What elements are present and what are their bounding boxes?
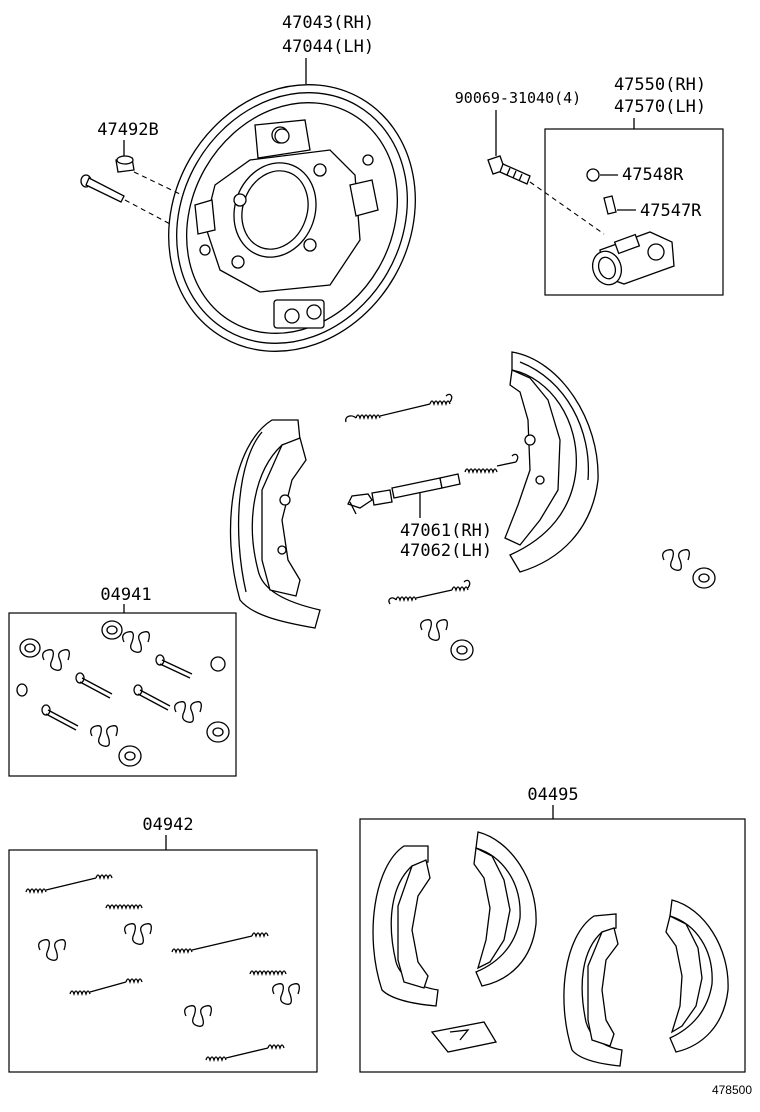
- kit-hold-down-box: [8, 612, 237, 777]
- hold-down-pin: [80, 174, 125, 203]
- plug-dashline: [133, 171, 183, 196]
- bolt: [487, 155, 531, 185]
- spring-lower: [388, 579, 471, 605]
- label-plug: 47492B: [97, 120, 158, 140]
- label-bolt: 90069-31040(4): [455, 89, 581, 107]
- backing-plate: [168, 84, 416, 352]
- hold-down-spring-cup-lower: [420, 619, 474, 661]
- label-wheel-cylinder-lh: 47570(LH): [614, 97, 706, 117]
- label-kit-springs: 04942: [142, 815, 193, 835]
- wheel-cylinder-box: [544, 128, 724, 296]
- label-backing-plate-rh: 47043(RH): [282, 13, 374, 33]
- label-kit-hold-down: 04941: [100, 585, 151, 605]
- spring-upper: [345, 393, 453, 423]
- wheel-cylinder: [586, 168, 675, 286]
- kit-hold-down-parts: [16, 620, 230, 767]
- hold-down-spring-cup-right: [662, 549, 716, 589]
- plug: [115, 155, 135, 173]
- label-adjuster-rh: 47061(RH): [400, 521, 492, 541]
- bolt-dashline: [529, 181, 605, 235]
- label-bleeder-plug: 47547R: [640, 201, 702, 221]
- adjuster-strut: [347, 473, 461, 515]
- brake-shoe-left: [229, 419, 321, 629]
- diagram-reference: 478500: [712, 1083, 752, 1097]
- kit-shoes-parts: [372, 831, 729, 1067]
- label-backing-plate-lh: 47044(LH): [282, 37, 374, 57]
- label-adjuster-lh: 47062(LH): [400, 541, 492, 561]
- label-wheel-cylinder-rh: 47550(RH): [614, 75, 706, 95]
- label-kit-shoes: 04495: [527, 785, 578, 805]
- kit-springs-box: [8, 849, 318, 1073]
- kit-springs-parts: [25, 874, 300, 1063]
- label-bleeder-cap: 47548R: [622, 165, 684, 185]
- pin-dashline: [124, 199, 173, 226]
- brake-shoe-right: [504, 351, 599, 573]
- spring-adjuster: [464, 453, 519, 475]
- kit-shoes-box: [359, 818, 746, 1073]
